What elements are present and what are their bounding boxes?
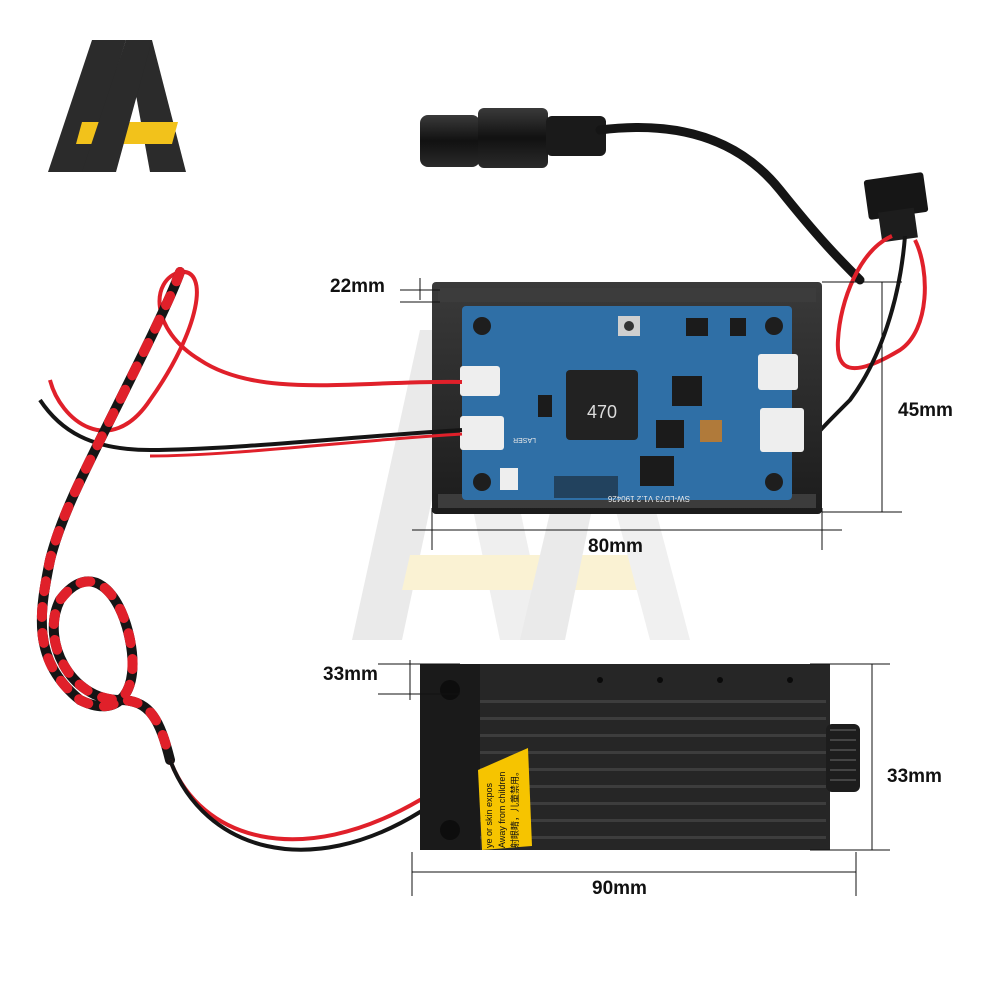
warning-sticker: ye or skin expos Away from children 射眼睛，… bbox=[478, 748, 532, 850]
heatsink-fin bbox=[480, 751, 826, 754]
sticker-line-2: Away from children bbox=[497, 772, 507, 848]
dimension-module-length: 90mm bbox=[592, 878, 647, 899]
laser-cable bbox=[36, 267, 481, 852]
dimension-module-height: 33mm bbox=[887, 766, 942, 787]
brand-logo bbox=[48, 40, 186, 172]
heatsink-fin bbox=[480, 819, 826, 822]
dc-power-cable bbox=[420, 108, 865, 285]
heatsink-fin bbox=[480, 717, 826, 720]
heatsink-fin bbox=[480, 734, 826, 737]
heatsink-fin bbox=[480, 785, 826, 788]
dimension-driver-thickness: 22mm bbox=[330, 276, 385, 297]
sticker-line-3: 射眼睛，儿童禁用。 bbox=[509, 767, 520, 848]
laser-connector-label: LASER bbox=[513, 436, 536, 443]
heatsink-fin bbox=[480, 836, 826, 839]
inductor-label: 470 bbox=[587, 402, 617, 422]
dimension-module-fan-height: 33mm bbox=[323, 664, 378, 685]
dimension-driver-height: 45mm bbox=[898, 400, 953, 421]
dimension-lines bbox=[378, 278, 902, 896]
fan-connector bbox=[810, 172, 929, 442]
pcb-version-text: SW-LD73 V1.2 190426 bbox=[607, 494, 690, 503]
heatsink-fin bbox=[480, 802, 826, 805]
sticker-line-1: ye or skin expos bbox=[484, 782, 494, 848]
laser-module: ye or skin expos Away from children 射眼睛，… bbox=[420, 664, 860, 850]
driver-board: 470 SW-LD73 V1.2 190426 LASER bbox=[432, 282, 822, 514]
heatsink-fin bbox=[480, 700, 826, 703]
dimension-driver-width: 80mm bbox=[588, 536, 643, 557]
heatsink-fin bbox=[480, 768, 826, 771]
